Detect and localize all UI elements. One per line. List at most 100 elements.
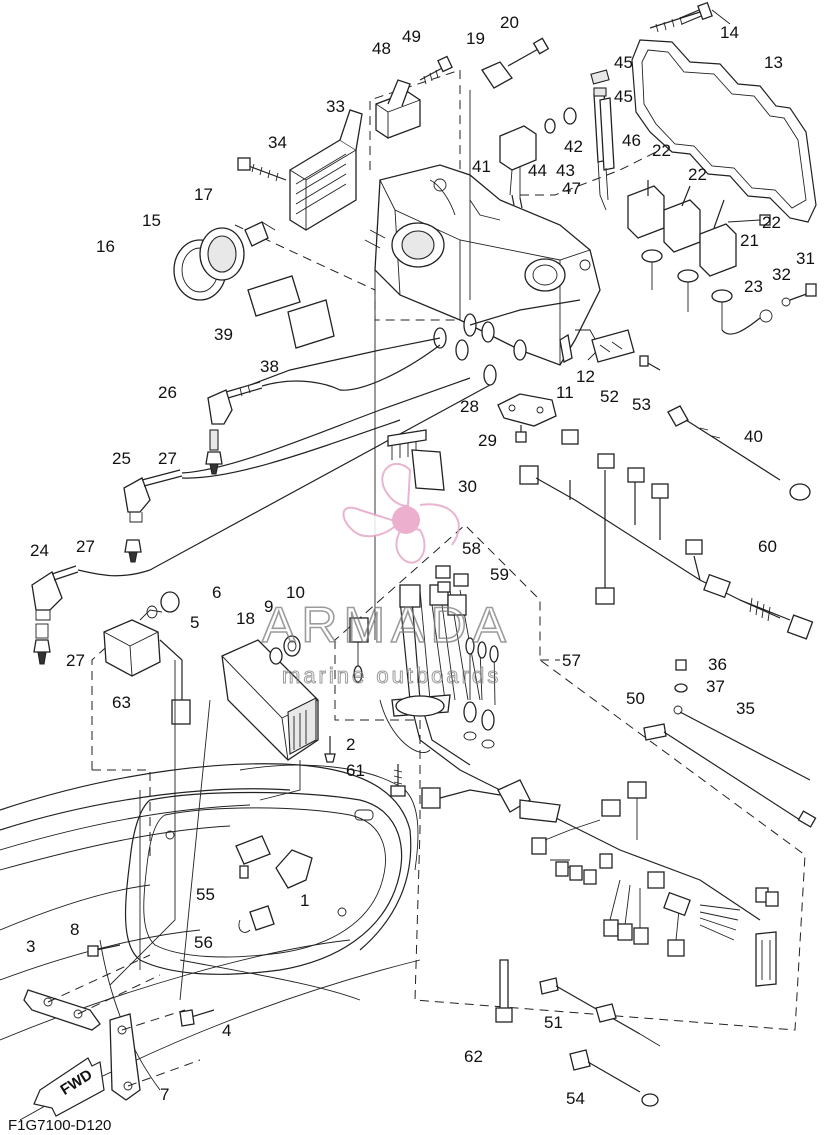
handles-3-7: [23, 944, 215, 1101]
rectifier-33: [237, 109, 363, 231]
callout: 3: [26, 937, 35, 956]
coil-region-outline: [520, 149, 661, 196]
callout: 44: [528, 161, 547, 180]
callout: 23: [744, 277, 763, 296]
callout: 55: [196, 885, 215, 904]
callout: 27: [158, 449, 177, 468]
callout: 27: [76, 537, 95, 556]
connector-41: [499, 125, 537, 209]
spark-plugs: [33, 451, 223, 665]
callout: 48: [372, 39, 391, 58]
callout: 22: [652, 141, 671, 160]
relay-region-outline: [369, 69, 461, 180]
start-switch-16: [173, 221, 276, 301]
connectors-58-59: [435, 565, 469, 593]
callout: 50: [626, 689, 645, 708]
callout: 2: [346, 735, 355, 754]
electrical-box: [364, 164, 601, 366]
callout: 18: [236, 609, 255, 628]
callout: 21: [740, 231, 759, 250]
callout: 45: [614, 53, 633, 72]
plug-cap-24: [31, 384, 491, 621]
sensor-11-12: [559, 329, 661, 371]
callout: 16: [96, 237, 115, 256]
callout: 36: [708, 655, 727, 674]
callout: 5: [190, 613, 199, 632]
callout: 11: [556, 383, 574, 402]
callout: 17: [194, 185, 213, 204]
callout: 14: [720, 23, 739, 42]
relay-48: [375, 55, 453, 139]
fuses-42-47: [544, 69, 615, 211]
bolt-36-37: [674, 659, 688, 693]
fuse-holder-30: [387, 429, 445, 491]
callout: 12: [576, 367, 595, 386]
grommets: [249, 299, 581, 386]
callout: 56: [194, 933, 213, 952]
callout: 20: [500, 13, 519, 32]
callout: 49: [402, 27, 421, 46]
figure-code: F1G7100-D120: [8, 1117, 111, 1134]
callout: 41: [472, 157, 491, 176]
ground-lead-23: [721, 283, 817, 335]
callout: 22: [688, 165, 707, 184]
callout: 29: [478, 431, 497, 450]
callout: 57: [562, 651, 581, 670]
hull-outline: [0, 763, 421, 1121]
callout: 25: [112, 449, 131, 468]
callout: 1: [300, 891, 309, 910]
harness-60: [519, 429, 814, 640]
callout: 37: [706, 677, 725, 696]
callout: 53: [632, 395, 651, 414]
labels-38-39: [247, 275, 335, 349]
callout: 10: [286, 583, 305, 602]
callout: 59: [490, 565, 509, 584]
callout: 52: [600, 387, 619, 406]
harness-region-outline: [334, 524, 806, 1031]
callout: 45: [614, 87, 633, 106]
callout: 34: [268, 133, 287, 152]
callout: 46: [622, 131, 641, 150]
callout: 60: [758, 537, 777, 556]
bolts-2-61: [324, 736, 406, 797]
callout: 7: [160, 1085, 169, 1104]
callout: 39: [214, 325, 233, 344]
fwd-arrow-badge: FWD: [33, 1057, 105, 1117]
ecu-18: [221, 639, 319, 761]
bracket-19: [469, 37, 550, 300]
watermark-tagline: marine outboards: [282, 663, 501, 688]
callout: 42: [564, 137, 583, 156]
watermark-propeller-logo: [342, 463, 460, 564]
callout: 58: [462, 539, 481, 558]
callout: 32: [772, 265, 791, 284]
callout: 40: [744, 427, 763, 446]
callout: 4: [222, 1021, 231, 1040]
callout: 30: [458, 477, 477, 496]
callout: 9: [264, 597, 273, 616]
callout: 8: [70, 920, 79, 939]
cable-tie-62: [495, 959, 513, 1023]
callout-numbers: 1 2 3 4 5 6 7 8 9 10 11 12 13 14 15 16 1…: [26, 13, 815, 1108]
leader-line-2: [109, 660, 176, 986]
callout: 35: [736, 699, 755, 718]
coil-63: [103, 609, 191, 725]
washers-9-10-5-6: [146, 591, 301, 665]
cable-35-50: [643, 705, 817, 828]
cable-40: [667, 405, 811, 501]
callout: 61: [346, 761, 365, 780]
callout: 63: [112, 693, 131, 712]
callout: 15: [142, 211, 161, 230]
callout: 24: [30, 541, 49, 560]
leader-line-3: [179, 699, 211, 1001]
callout: 43: [556, 161, 575, 180]
callout: 28: [460, 397, 479, 416]
callout: 38: [260, 357, 279, 376]
ignition-coils: [627, 180, 771, 330]
callout: 22: [762, 213, 781, 232]
sensors-51-54: [539, 977, 661, 1107]
callout: 26: [158, 383, 177, 402]
callout: 27: [66, 651, 85, 670]
coil63-leader-2: [92, 769, 151, 860]
